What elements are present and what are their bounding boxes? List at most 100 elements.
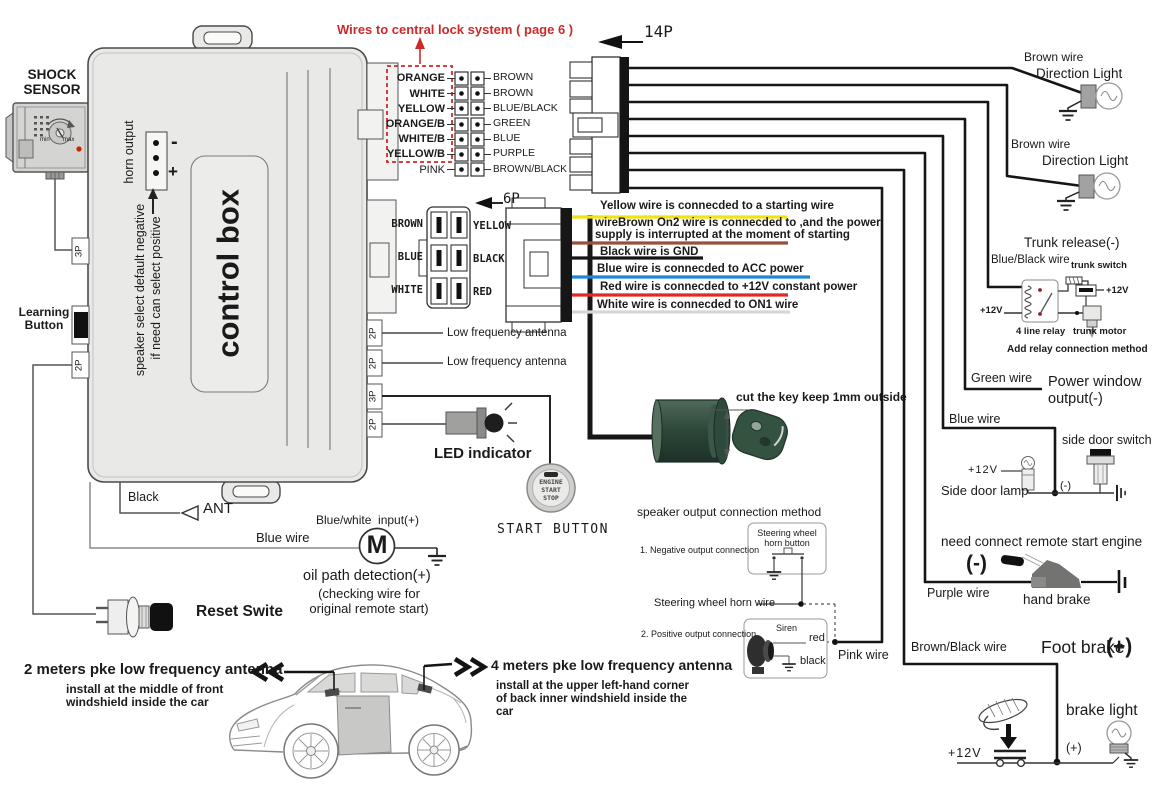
ignition-connector-graphic [505,197,572,333]
cl-right-6: BROWN/BLACK [493,164,567,175]
horn-button-graphic [747,522,827,604]
antenna-arrows [249,657,489,690]
shock-sensor-title: SHOCK SENSOR [23,67,81,98]
ignition-note-red: Red wire is connecded to +12V constant p… [600,281,858,293]
p6-left-1: BLUE [397,251,423,263]
connector-14p-graphic [569,35,643,194]
p6-right-0: YELLOW [473,220,511,232]
siren-graphic [743,618,828,679]
cl-left-6: PINK [419,164,445,176]
key-bundle-wire [587,215,656,440]
oil-path-label: oil path detection(+) [303,568,431,584]
cl-right-1: BROWN [493,87,534,99]
car-illustration [229,664,473,779]
negative-output-label: 1. Negative output connection [640,545,760,555]
antenna4-subtitle: install at the upper left-hand corner of… [496,680,689,718]
four-line-relay-label: 4 line relay [1016,326,1066,337]
brake-light-graphic [1106,720,1140,769]
port-2p-right-3-label: 2P [367,418,379,431]
trunk-release-label: Trunk release(-) [1024,235,1120,250]
positive-output-label: 2. Positive output connection [641,629,757,639]
siren-label: Siren [776,623,798,633]
purple-wire-label: Purple wire [927,586,990,600]
start-button-graphic [526,463,576,513]
low-freq-antenna-2-label: Low frequency antenna [447,356,567,368]
trunk-motor-label: trunk motor [1073,326,1127,337]
port-3p-left-label: 3P [73,245,85,258]
pink-wire-label: Pink wire [838,648,889,662]
central-lock-connector [386,37,491,177]
reset-switch-graphic [96,596,173,638]
foot-brake-graphic [957,697,1113,768]
port-2p-right-1-label: 2P [367,327,379,340]
horn-plus-label: + [168,162,178,181]
siren-black-label: black [800,655,826,667]
learning-button-label: Learning Button [18,305,70,333]
shock-sensor-graphic [5,102,97,180]
side-door-lamp-label: Side door lamp [941,483,1029,498]
horn-wire-label: Steering wheel horn wire [654,597,776,609]
side-door-graphic [1001,449,1127,503]
horn-button-label: Steering wheel horn button [757,528,817,549]
remote-start-note-label: need connect remote start engine [941,534,1143,549]
cl-right-0: BROWN [493,71,534,83]
cl-right-5: PURPLE [493,147,536,159]
ignition-note-white: White wire is connecded to ON1 wire [597,299,799,311]
harness-wires [624,66,1086,761]
led-indicator-graphic [445,402,517,443]
reset-switch-label: Reset Swite [196,603,284,620]
direction-light-2-label: Direction Light [1042,153,1129,168]
cl-left-5: YELLOW/B [386,148,445,160]
siren-red-label: red [809,632,825,644]
antenna4-title: 4 meters pke low frequency antenna [491,657,733,673]
direction-light-1-label: Direction Light [1036,66,1123,81]
p6-right-2: RED [473,286,492,298]
trunk-switch-label: trunk switch [1071,260,1127,271]
motor-circle [358,527,396,565]
start-button-face: ENGINE START STOP [539,478,563,503]
ignition-note-blue: Blue wire is connecded to ACC power [597,263,804,275]
key-cylinder-graphic [651,397,788,465]
ant-label: ANT [203,500,233,517]
antenna2-title: 2 meters pke low frequency antenna [24,661,283,678]
left-wires [32,179,437,615]
port-3p-right-label: 3P [367,390,379,403]
connector-6p-label: 6P [503,191,520,207]
speaker-note-line1: speaker select default negative [133,203,147,377]
p6-left-0: BROWN [391,218,423,230]
speaker-section-title: speaker output connection method [637,505,822,519]
shock-dial-min-label: min [40,137,50,143]
direction-light-2 [1055,172,1121,212]
ignition-note-yellow: Yellow wire is connecded to a starting w… [600,200,834,212]
v12-relay-label: +12V [980,305,1003,316]
cl-right-4: BLUE [493,132,521,144]
foot-brake-plus-label: (+) [1106,635,1133,658]
motor-ground [426,548,448,567]
key-cut-note: cut the key keep 1mm outside [736,390,907,404]
checking-wire-label: (checking wire for original remote start… [309,586,429,616]
blue-white-input-label: Blue/white input(+) [316,513,420,527]
motor-m-label: M [366,531,388,559]
ant-icon [180,504,199,522]
control-box-graphic [71,25,399,504]
ignition-note-black: Black wire is GND [600,246,699,258]
cl-left-3: ORANGE/B [385,118,445,130]
black-wire-label: Black [128,490,159,504]
cl-right-2: BLUE/BLACK [493,102,558,114]
blue-wire-left-label: Blue wire [256,530,310,545]
p6-left-2: WHITE [391,284,423,296]
connector-14p-label: 14P [644,22,673,41]
port-2p-left-label: 2P [73,359,85,372]
p6-right-1: BLACK [473,253,505,265]
antenna2-subtitle: install at the middle of front windshiel… [66,682,224,710]
central-lock-title: Wires to central lock system ( page 6 ) [337,22,574,37]
add-relay-note-label: Add relay connection method [1007,344,1148,355]
start-button-label: START BUTTON [497,522,609,537]
brown-wire-1-label: Brown wire [1024,50,1084,64]
ignition-note-brown: wireBrown On2 wire is connecded to ,and … [595,217,881,242]
low-freq-antenna-1-label: Low frequency antenna [447,327,567,339]
trunk-relay-graphic [1004,276,1104,338]
foot-brake-label: Foot brake [1041,637,1125,657]
